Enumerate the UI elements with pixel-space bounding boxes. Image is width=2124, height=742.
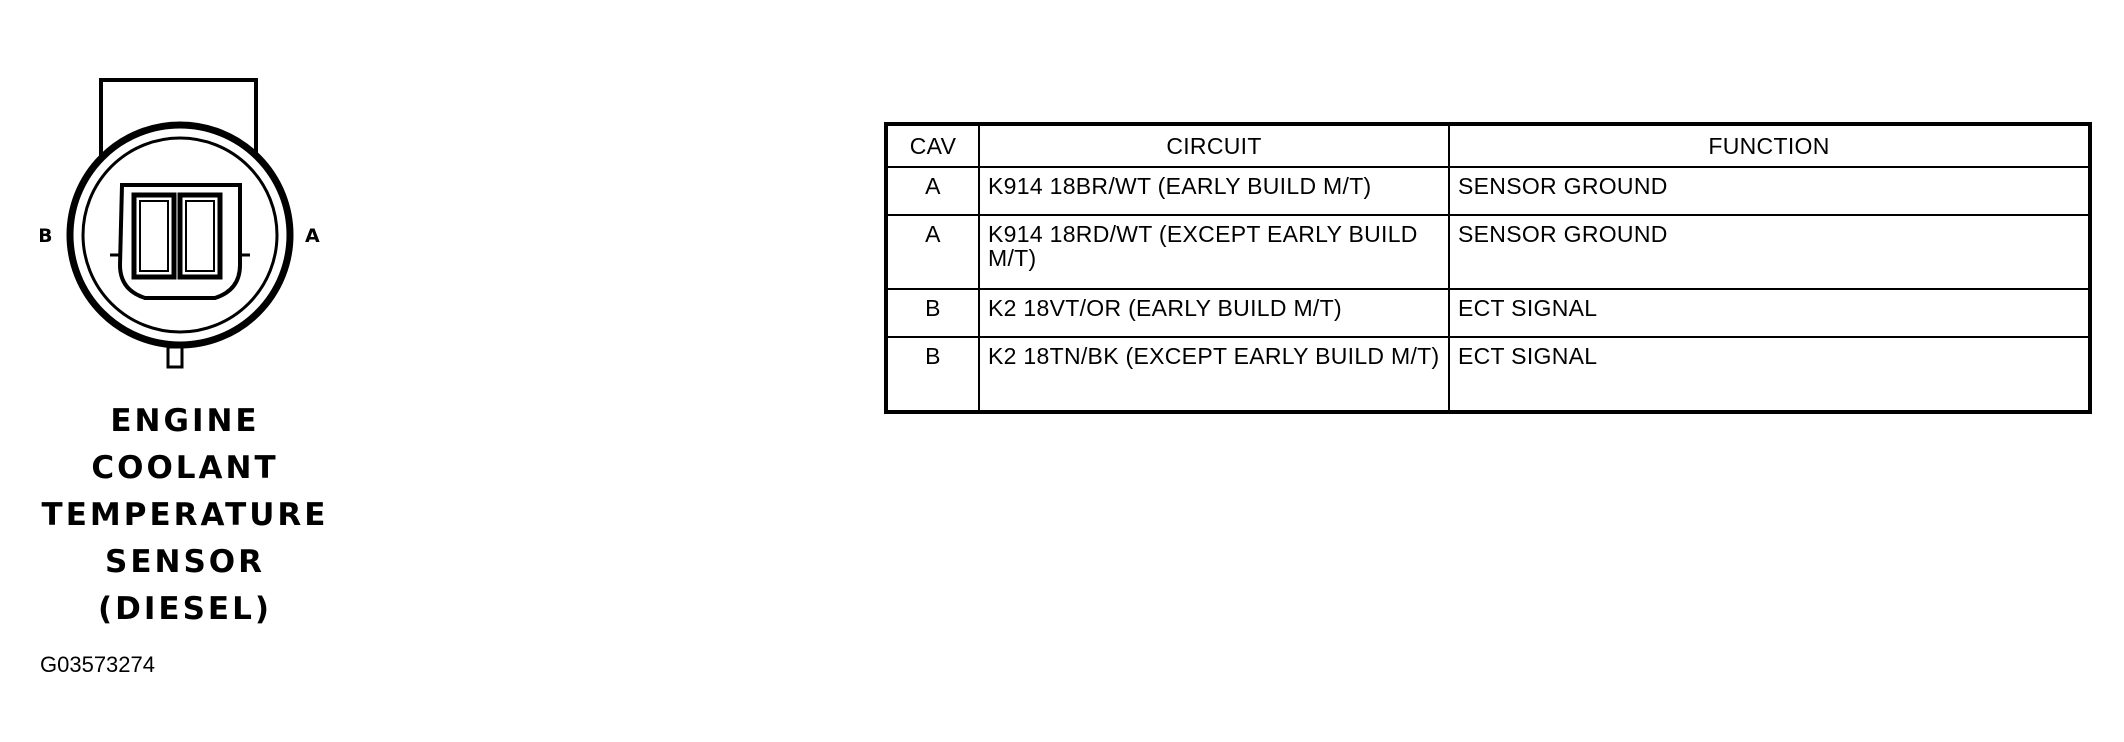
circuit-cell: K914 18RD/WT (EXCEPT EARLY BUILD M/T) (978, 214, 1450, 290)
sensor-title-line: (DIESEL) (97, 591, 273, 627)
column-header-cav: CAV (885, 123, 980, 168)
table-header-row: CAV CIRCUIT FUNCTION (885, 123, 2091, 168)
circuit-cell: K2 18VT/OR (EARLY BUILD M/T) (978, 288, 1450, 338)
sensor-title-line: ENGINE (110, 403, 260, 439)
function-cell: SENSOR GROUND (1448, 214, 2091, 290)
cav-cell: B (885, 336, 980, 413)
cav-cell: A (885, 214, 980, 290)
pin-label-a: A (305, 225, 320, 247)
sensor-title-line: COOLANT (91, 450, 279, 486)
connector-diagram: B A (40, 60, 330, 390)
pin-label-b: B (40, 225, 52, 247)
sensor-title: ENGINE COOLANT TEMPERATURE SENSOR (DIESE… (40, 398, 330, 633)
cav-cell: B (885, 288, 980, 338)
column-header-function: FUNCTION (1448, 123, 2091, 168)
circuit-cell: K914 18BR/WT (EARLY BUILD M/T) (978, 166, 1450, 216)
function-cell: SENSOR GROUND (1448, 166, 2091, 216)
connector-face-drawing: B A (40, 78, 320, 369)
table-row: B K2 18TN/BK (EXCEPT EARLY BUILD M/T) EC… (885, 336, 2091, 413)
table-row: A K914 18RD/WT (EXCEPT EARLY BUILD M/T) … (885, 214, 2091, 290)
pinout-table: CAV CIRCUIT FUNCTION A K914 18BR/WT (EAR… (884, 122, 2092, 414)
table-row: A K914 18BR/WT (EARLY BUILD M/T) SENSOR … (885, 166, 2091, 216)
column-header-circuit: CIRCUIT (978, 123, 1450, 168)
table-row: B K2 18VT/OR (EARLY BUILD M/T) ECT SIGNA… (885, 288, 2091, 338)
function-cell: ECT SIGNAL (1448, 288, 2091, 338)
connector-bottom-stub (166, 345, 184, 369)
circuit-cell: K2 18TN/BK (EXCEPT EARLY BUILD M/T) (978, 336, 1450, 413)
sensor-title-line: SENSOR (105, 544, 265, 580)
function-cell: ECT SIGNAL (1448, 336, 2091, 413)
cav-cell: A (885, 166, 980, 216)
sensor-title-line: TEMPERATURE (41, 497, 329, 533)
figure-id: G03573274 (40, 652, 155, 677)
